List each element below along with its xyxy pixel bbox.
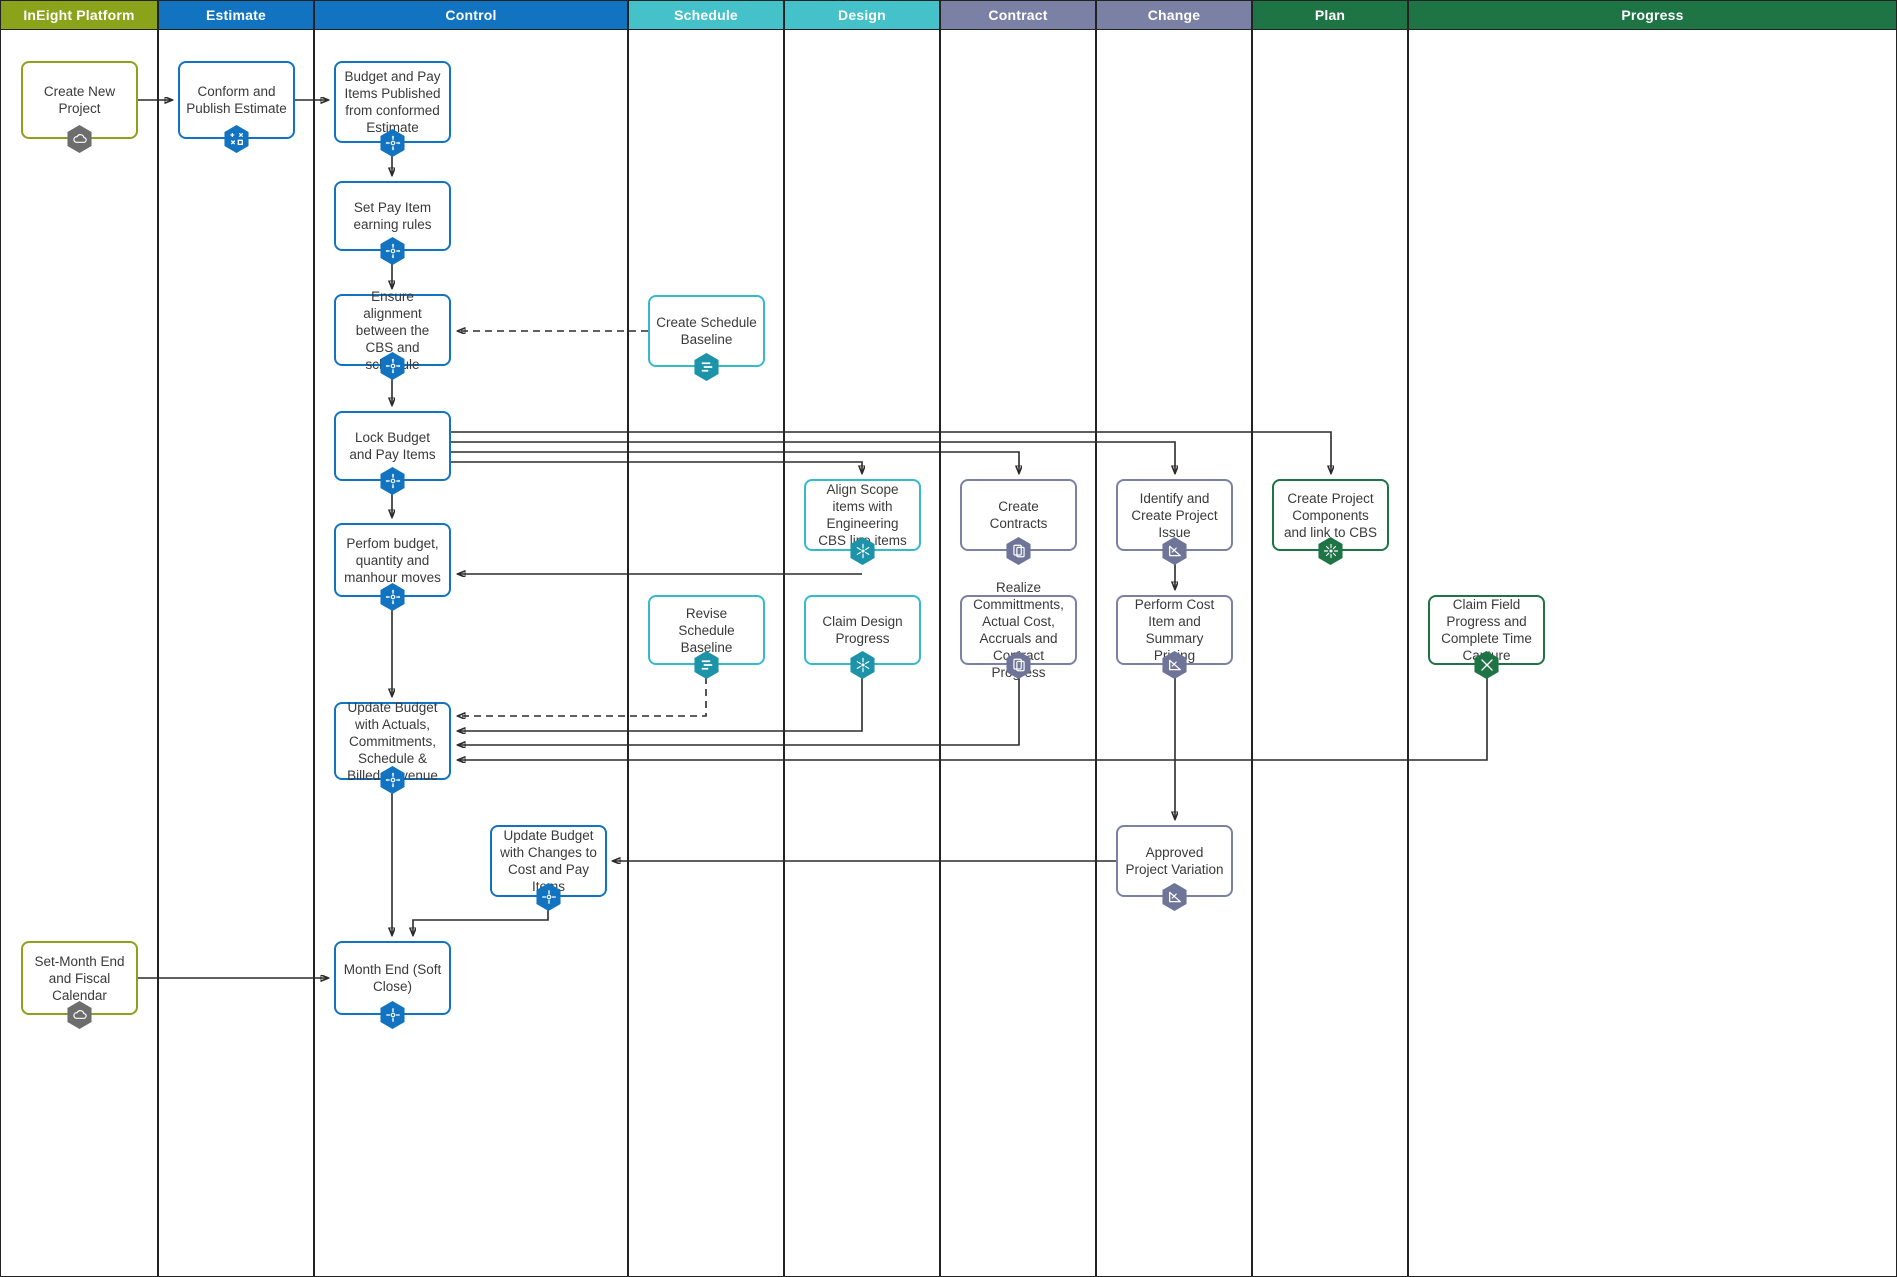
node-create-new-project[interactable]: Create New Project — [21, 61, 138, 139]
design-icon — [850, 651, 875, 679]
lane-header-ineight-platform[interactable]: InEight Platform — [0, 0, 158, 30]
contract-icon — [1006, 537, 1031, 565]
node-label: Lock Budget and Pay Items — [349, 430, 436, 462]
contract-icon — [1006, 651, 1031, 679]
node-label: Perfom budget, quantity and manhour move… — [344, 535, 441, 585]
lane-header-contract[interactable]: Contract — [940, 0, 1096, 30]
node-label: Create New Project — [43, 84, 116, 116]
node-label: Identify and Create Project Issue — [1131, 490, 1218, 540]
lane-body-ineight-platform — [0, 30, 158, 1277]
lane-header-estimate[interactable]: Estimate — [158, 0, 314, 30]
lane-header-plan[interactable]: Plan — [1252, 0, 1408, 30]
lane-body-estimate — [158, 30, 314, 1277]
node-approved-project-variation[interactable]: Approved Project Variation — [1116, 825, 1233, 897]
node-label: Set Pay Item earning rules — [353, 200, 432, 232]
node-label: Revise Schedule Baseline — [678, 605, 735, 655]
change-icon — [1162, 651, 1187, 679]
lane-body-plan — [1252, 30, 1408, 1277]
node-create-schedule-baseline[interactable]: Create Schedule Baseline — [648, 295, 765, 367]
control-icon — [380, 766, 405, 794]
schedule-icon — [694, 651, 719, 679]
control-icon — [380, 583, 405, 611]
node-label: Claim Design Progress — [822, 614, 903, 646]
node-label: Create Schedule Baseline — [656, 315, 757, 347]
node-set-pay-item-earning-rules[interactable]: Set Pay Item earning rules — [334, 181, 451, 251]
node-label: Create Project Components and link to CB… — [1283, 490, 1378, 540]
lane-header-change[interactable]: Change — [1096, 0, 1252, 30]
node-label: Month End (Soft Close) — [343, 962, 442, 994]
node-create-project-components[interactable]: Create Project Components and link to CB… — [1272, 479, 1389, 551]
node-label: Approved Project Variation — [1125, 845, 1224, 877]
change-icon — [1162, 883, 1187, 911]
lane-header-progress[interactable]: Progress — [1408, 0, 1897, 30]
plan-icon — [1318, 537, 1343, 565]
node-label: Create Contracts — [989, 499, 1048, 531]
lane-header-design[interactable]: Design — [784, 0, 940, 30]
node-budget-pay-items-published[interactable]: Budget and Pay Items Published from conf… — [334, 61, 451, 143]
estimate-icon — [224, 125, 249, 153]
node-label: Realize Committments, Actual Cost, Accru… — [973, 580, 1064, 680]
design-icon — [850, 537, 875, 565]
lane-header-control[interactable]: Control — [314, 0, 628, 30]
cloud-icon — [67, 125, 92, 153]
node-perform-budget-moves[interactable]: Perfom budget, quantity and manhour move… — [334, 523, 451, 597]
change-cost-icon — [536, 883, 561, 911]
node-label: Update Budget with Actuals, Commitments,… — [347, 699, 438, 783]
lane-header-schedule[interactable]: Schedule — [628, 0, 784, 30]
progress-icon — [1474, 651, 1499, 679]
change-icon — [1162, 537, 1187, 565]
node-label: Budget and Pay Items Published from conf… — [344, 69, 441, 135]
node-label: Set-Month End and Fiscal Calendar — [34, 953, 125, 1003]
control-icon — [380, 129, 405, 157]
node-label: Conform and Publish Estimate — [186, 84, 287, 116]
